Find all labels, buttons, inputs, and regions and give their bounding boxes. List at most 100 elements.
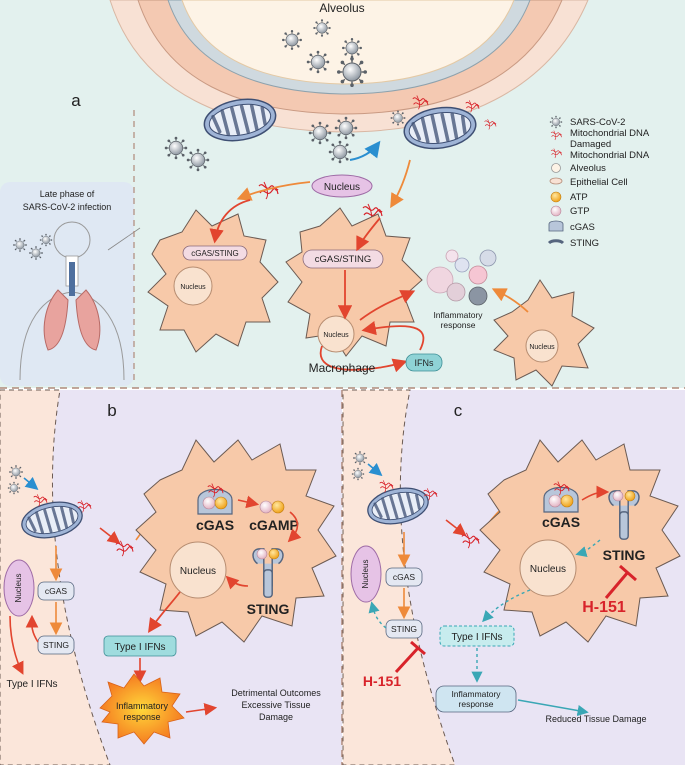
sting-big-label-b: STING <box>247 601 290 617</box>
nucleus-big-c-label: Nucleus <box>530 564 566 575</box>
inflammatory-b-label-1: Inflammatory <box>116 701 169 711</box>
cgas-big-icon-b <box>197 483 233 515</box>
inflammatory-bubbles <box>426 249 497 306</box>
legend-label-cgas: cGAS <box>570 222 595 233</box>
panel-b-label: b <box>107 401 116 420</box>
virus-icon <box>334 116 358 140</box>
legend-sting-icon <box>547 239 565 245</box>
nucleus-big-b <box>169 541 227 599</box>
nucleus-top-label: Nucleus <box>324 182 360 193</box>
inhibit-bar-left <box>410 640 426 656</box>
cgas-big-label-c: cGAS <box>542 514 580 530</box>
cgas-small-box-b <box>37 581 75 601</box>
legend-gtp-icon <box>550 205 562 217</box>
human-silhouette <box>19 221 125 381</box>
arrow-c-to-outcome <box>517 699 589 717</box>
outcome-c: Reduced Tissue Damage <box>545 714 646 724</box>
type1-ifns-box-c <box>439 625 515 647</box>
virus-icon <box>308 121 332 145</box>
atp-icon <box>271 500 285 514</box>
nucleus-1 <box>173 266 213 306</box>
legend-label-atp: ATP <box>570 192 588 203</box>
legend-label-damaged: Damaged <box>570 139 611 150</box>
inflammatory-box-c <box>435 685 517 713</box>
inhibit-line-right <box>604 571 630 599</box>
legend-alveolus-icon <box>551 163 561 173</box>
arrow-b-sting-nucleus <box>25 614 39 643</box>
cgas-big-label-b: cGAS <box>196 517 234 533</box>
cgas-small-box-c <box>385 567 423 587</box>
virus-icon <box>312 18 332 38</box>
virus-icon <box>328 140 352 164</box>
nucleus-big-c <box>519 539 577 597</box>
ifns-box <box>405 353 443 372</box>
virus-icon <box>164 136 188 160</box>
arrow-b-to-outcome <box>185 703 218 716</box>
legend-virus-icon <box>549 115 563 129</box>
arrow-b-cgamp-sting <box>287 511 302 543</box>
virus-icon <box>281 29 303 51</box>
outcome-b-2: Excessive Tissue <box>241 700 310 710</box>
inset-text-2: SARS-CoV-2 infection <box>23 202 112 212</box>
arrow-mito-to-mtdna <box>390 159 411 209</box>
arrow-c-cgas-sting <box>581 485 610 501</box>
arrow-b-sting-nucleus-big <box>225 575 249 590</box>
virus-icon <box>186 148 210 172</box>
legend-label-alveolus: Alveolus <box>570 163 606 174</box>
ifns-label: IFNs <box>415 358 434 368</box>
virus-entry-arrow-b <box>23 476 39 491</box>
inflammatory-label-2: response <box>441 320 476 330</box>
outcome-b-3: Damage <box>259 712 293 722</box>
inflammatory-b-label-2: response <box>123 712 160 722</box>
virus-icon <box>12 237 28 253</box>
h151-label-left: H-151 <box>363 673 401 689</box>
nucleus-big-b-label: Nucleus <box>180 566 216 577</box>
virus-icon <box>7 481 21 495</box>
atp-icon <box>268 548 280 560</box>
gtp-icon <box>259 500 273 514</box>
type1-ifns-box-b <box>103 635 177 657</box>
inflammatory-c-label-1: Inflammatory <box>451 689 501 699</box>
arrow-b-nucleus-ifns <box>9 615 24 675</box>
inset-text-1: Late phase of <box>40 189 95 199</box>
panel-c-label: c <box>454 401 463 420</box>
sting-big-label-c: STING <box>603 547 646 563</box>
inset-pointer <box>107 227 141 251</box>
arrow-b-cgas-cgamp <box>237 495 260 509</box>
arrow-to-inflammatory <box>359 290 416 321</box>
type1-ifns-box-b-label: Type I IFNs <box>114 642 165 653</box>
sting-small-box-b <box>37 635 75 655</box>
legend-label-damaged-mtdna: Mitochondrial DNA <box>570 150 650 161</box>
arrow-c-sting-nucleus-big <box>575 539 601 558</box>
virus-icon <box>390 110 406 126</box>
outcome-b-1: Detrimental Outcomes <box>231 688 321 698</box>
nucleus-top <box>311 174 373 198</box>
arrow-ifns-feedback <box>361 320 425 351</box>
inflammatory-burst-b <box>99 673 185 745</box>
virus-icon <box>8 464 24 480</box>
gtp-icon <box>612 490 624 502</box>
legend-epithelial-cell-icon <box>549 177 563 185</box>
legend-label-sting: STING <box>570 238 599 249</box>
panel-a-label: a <box>71 91 81 110</box>
arrow-b-mtdna-out <box>99 527 121 544</box>
arrow-mtdna-to-cgas-2 <box>356 217 381 252</box>
nucleus-left-b <box>3 559 35 617</box>
virus-entry-arrow-c <box>367 462 383 477</box>
arrow-nucleus-to-mtdna <box>236 181 311 201</box>
inflammatory-c-label-2: response <box>459 699 494 709</box>
virus-icon <box>352 450 368 466</box>
nucleus-2 <box>317 315 355 353</box>
type1-ifns-left-b: Type I IFNs <box>6 679 57 690</box>
legend-cgas-icon <box>548 220 564 232</box>
macrophage-cell-1 <box>147 209 279 353</box>
virus-entry-arrow <box>349 140 381 161</box>
virus-icon <box>306 50 330 74</box>
cgas-small-label-c: cGAS <box>393 572 416 582</box>
cgas-sting-label-1: cGAS/STING <box>191 249 239 258</box>
arrow-c-sting-nucleus <box>368 601 387 629</box>
arrow-b-nucleus-ifns-big <box>148 591 181 633</box>
macrophage-label: Macrophage <box>309 361 376 375</box>
arrow-c-mtdna-out <box>445 519 467 536</box>
alveolus-space <box>181 0 515 85</box>
